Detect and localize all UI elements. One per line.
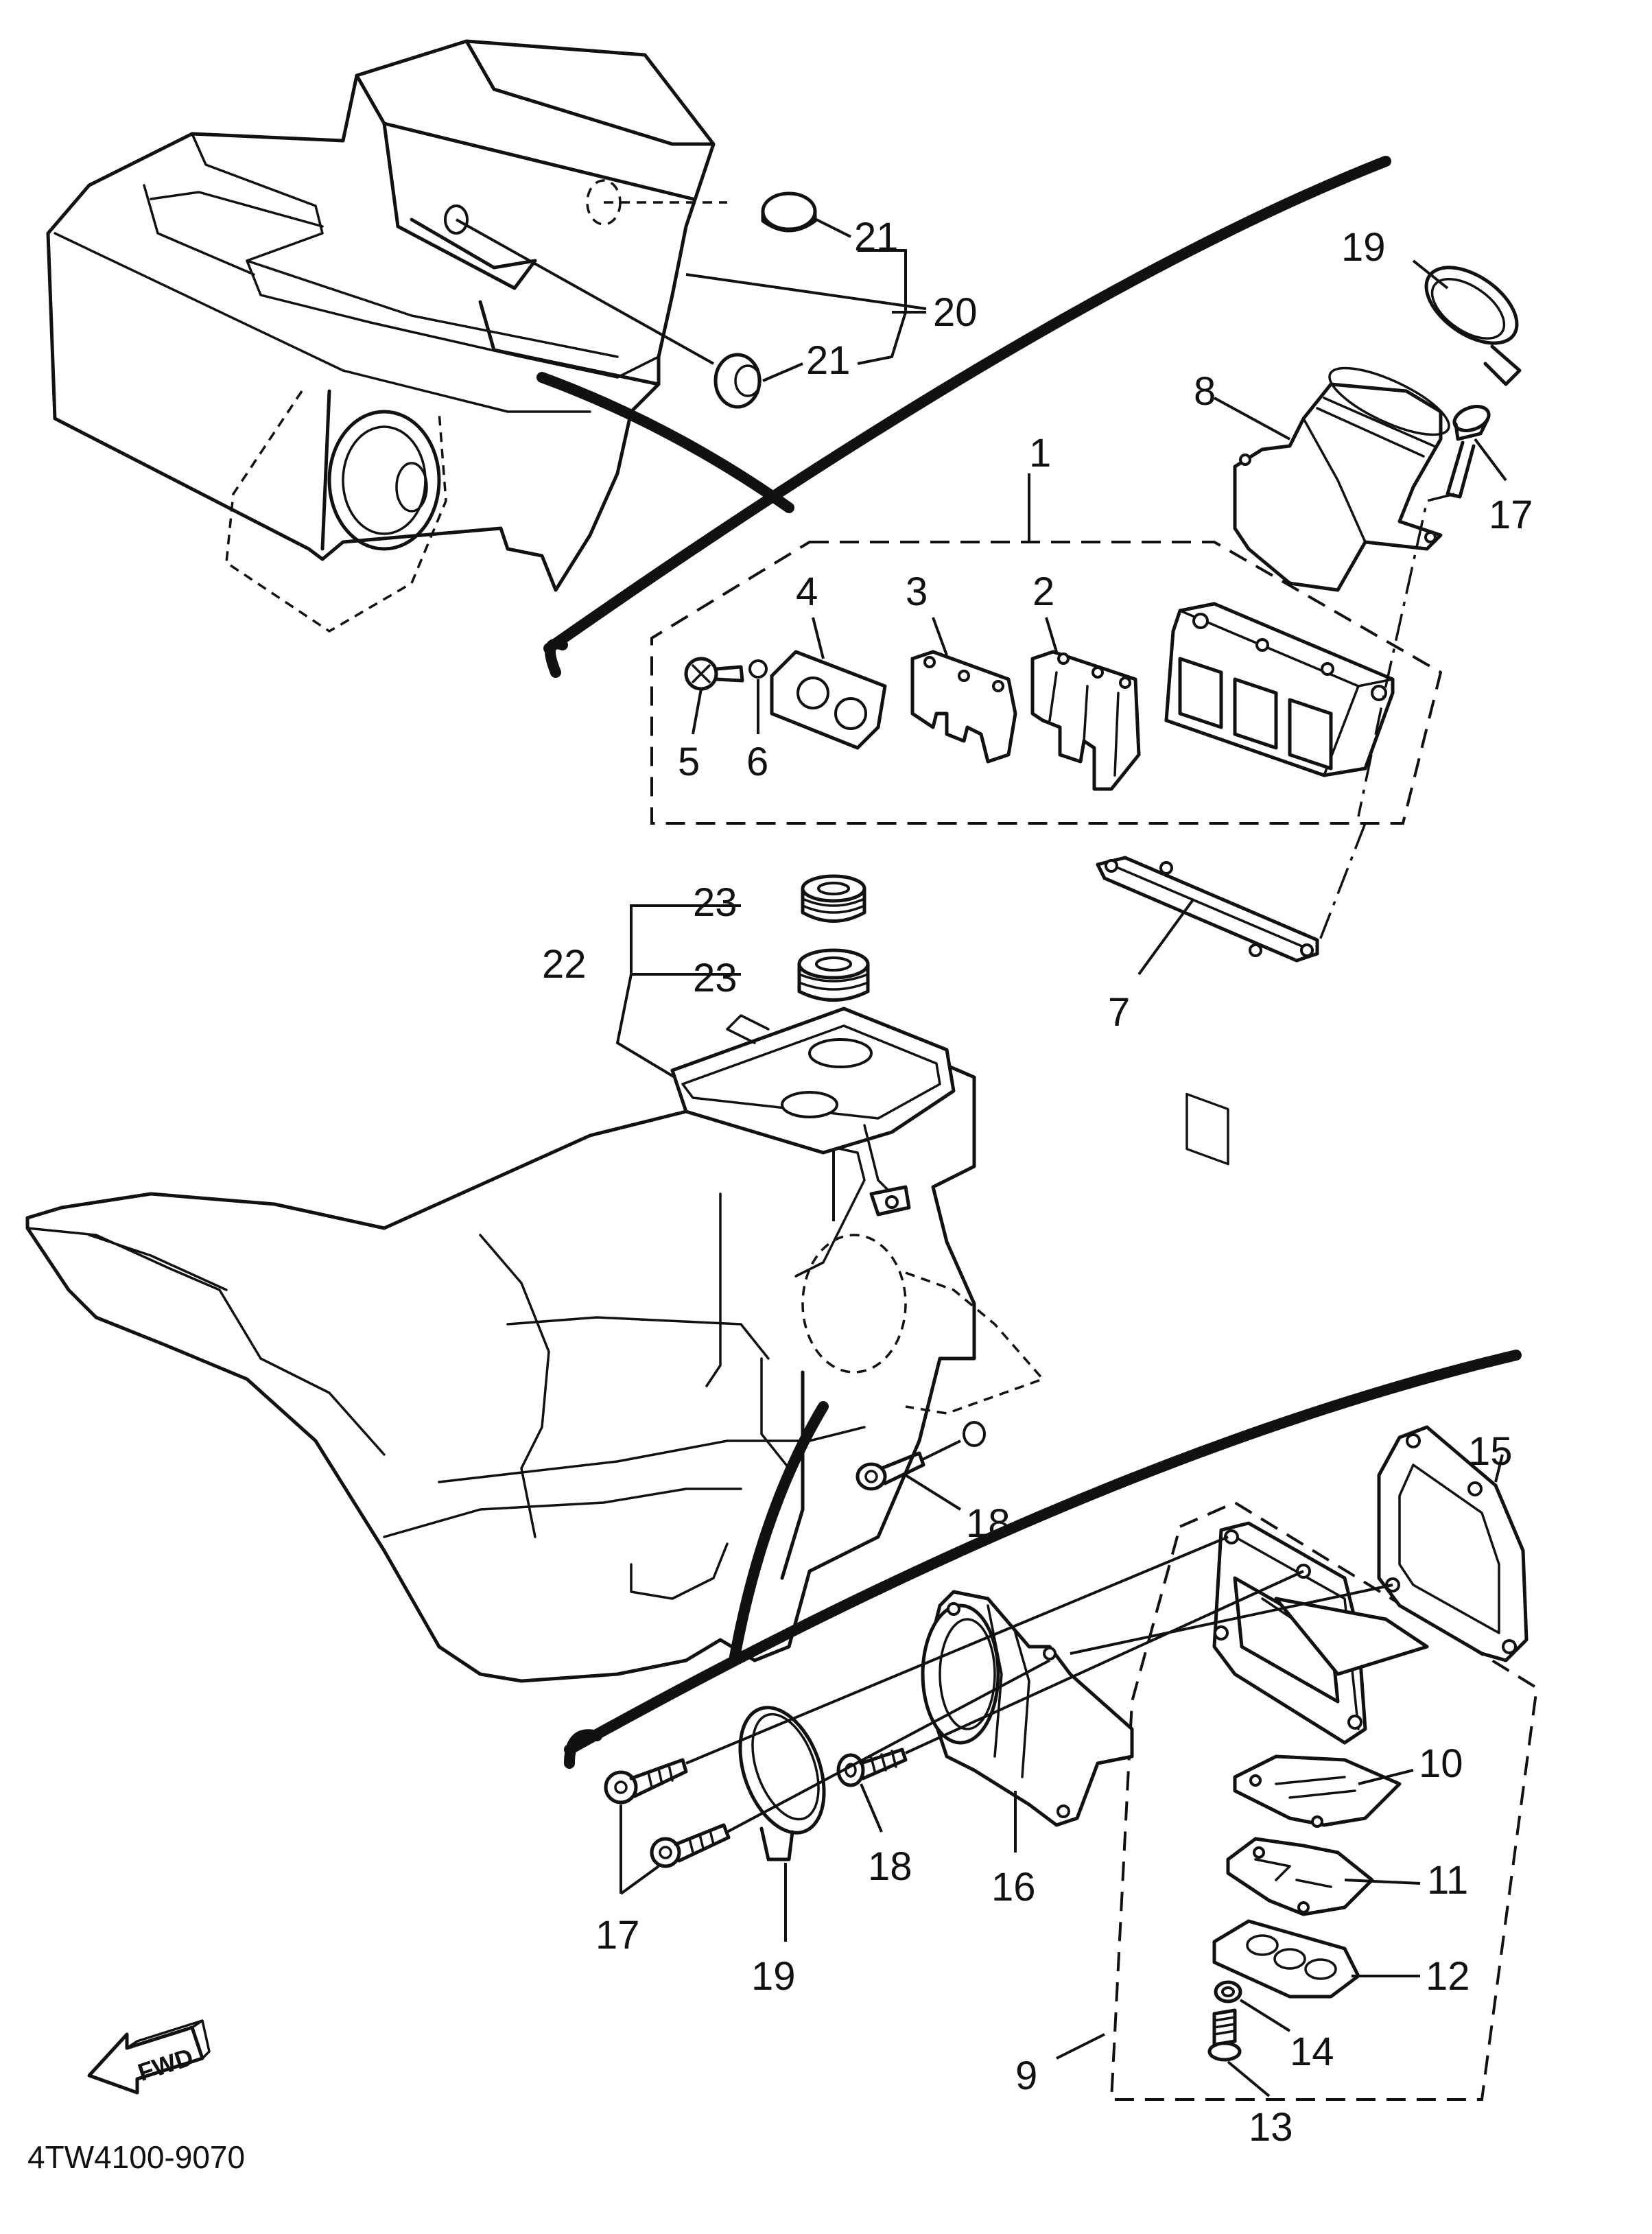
stopper-plate-12 — [1212, 1919, 1420, 1999]
callout-7: 7 — [1108, 990, 1130, 1035]
callout-17-lower: 17 — [595, 1913, 640, 1957]
callout-1: 1 — [1029, 431, 1051, 475]
screw-13 — [1207, 2008, 1271, 2097]
washer-14 — [1214, 1980, 1291, 2032]
callout-13: 13 — [1249, 2105, 1293, 2150]
assembly-1-outline — [650, 541, 1443, 825]
leader-20b — [685, 273, 927, 310]
intake-joint-8 — [1214, 366, 1450, 592]
axis-upper-a — [1357, 493, 1455, 817]
fuel-tank-illustration — [25, 1007, 1046, 1683]
callout-19-upper: 19 — [1341, 225, 1386, 270]
axis-lower-c — [905, 1570, 1304, 1754]
reed-valve-body — [1164, 602, 1395, 1166]
clamp-19-lower — [738, 1706, 826, 1942]
washer-6 — [748, 659, 768, 734]
callout-19-lower: 19 — [751, 1954, 796, 1999]
callout-22: 22 — [542, 942, 587, 987]
rubber-23-lower — [797, 948, 870, 1002]
callout-14: 14 — [1290, 2030, 1334, 2074]
axis-lower-d — [1070, 1584, 1393, 1655]
callout-labels: 1 2 3 4 5 6 7 8 9 10 11 12 13 14 15 16 1… — [542, 215, 1533, 2150]
leader-20 — [857, 249, 926, 365]
screw-5 — [684, 657, 744, 735]
stopper-plate-4 — [770, 617, 887, 750]
grommet-21-lower — [713, 353, 803, 409]
callout-23-lower: 23 — [693, 956, 738, 1000]
callout-11: 11 — [1427, 1858, 1468, 1903]
separator-mid — [545, 638, 568, 678]
gasket-7 — [1096, 856, 1319, 976]
callout-9: 9 — [1015, 2054, 1037, 2098]
separator-upper — [536, 156, 1391, 654]
callout-12: 12 — [1426, 1954, 1470, 1999]
leader-17-lower — [620, 1804, 660, 1895]
callout-23-upper: 23 — [693, 880, 738, 925]
reed-10 — [1233, 1754, 1414, 1828]
callout-18-upper: 18 — [966, 1501, 1011, 1546]
axis-lower-a — [685, 1536, 1229, 1765]
callout-15: 15 — [1468, 1429, 1513, 1474]
gasket-15 — [1377, 1425, 1529, 1662]
air-box-illustration — [46, 39, 727, 633]
bolt-18-lower — [836, 1748, 908, 1833]
separator-lower — [564, 1350, 1522, 1755]
reed-3 — [910, 617, 1017, 764]
separator-lower-end — [564, 1729, 602, 1769]
callout-10: 10 — [1419, 1741, 1463, 1786]
axis-upper-b — [1316, 823, 1367, 948]
fwd-arrow-icon: FWD — [87, 2019, 211, 2095]
callout-21-lower: 21 — [806, 338, 851, 383]
reed-11 — [1226, 1837, 1421, 1916]
callout-8: 8 — [1194, 369, 1216, 414]
reed-2 — [1030, 617, 1141, 791]
leader-22 — [615, 904, 741, 1085]
bolt-18-upper — [856, 1421, 986, 1511]
intake-joint-16 — [921, 1590, 1134, 1853]
reed-valve-body-lower — [1212, 1521, 1429, 1745]
clamp-19-upper — [1412, 259, 1522, 386]
callout-6: 6 — [746, 740, 768, 784]
bolt-17-lower-a — [604, 1758, 688, 1804]
callout-2: 2 — [1032, 569, 1054, 614]
callout-4: 4 — [796, 569, 818, 614]
callout-20: 20 — [933, 290, 978, 335]
rubber-23-upper — [801, 874, 866, 923]
bolt-17-upper — [1446, 405, 1507, 499]
callout-3: 3 — [906, 569, 928, 614]
assembly-9-outline — [1109, 1501, 1539, 2101]
callout-16: 16 — [991, 1865, 1036, 1909]
axis-lower-b — [727, 1659, 1050, 1833]
bolt-17-lower-b — [650, 1823, 731, 1868]
callout-5: 5 — [678, 740, 700, 784]
callout-21-upper: 21 — [854, 215, 899, 259]
diagram-code: 4TW4100-9070 — [27, 2139, 245, 2175]
callout-17-upper: 17 — [1489, 493, 1533, 537]
plug-21-upper — [761, 191, 851, 238]
callout-18-lower: 18 — [868, 1844, 912, 1889]
leader-9 — [1056, 2033, 1105, 2060]
